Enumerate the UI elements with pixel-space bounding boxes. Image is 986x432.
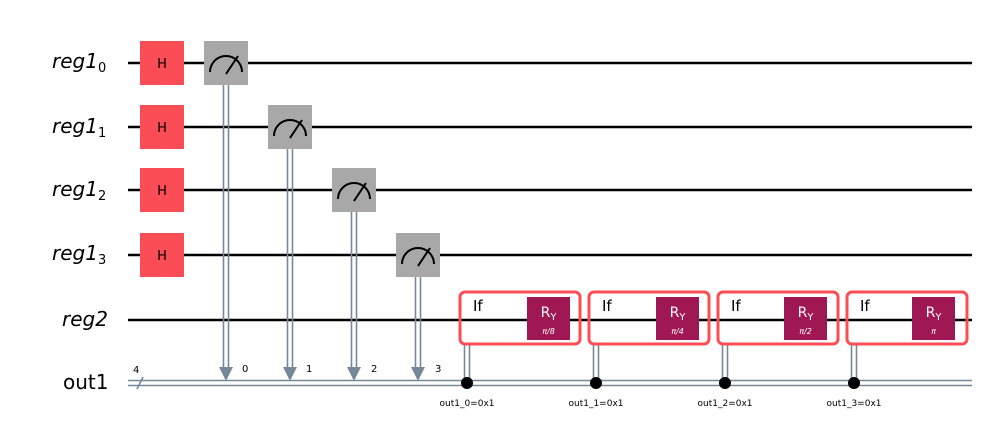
ry-param: π/4 bbox=[671, 327, 684, 336]
hadamard-gate-reg1-0: H bbox=[140, 41, 184, 85]
register-label-reg1-1: reg11 bbox=[52, 114, 106, 141]
svg-text:RY: RY bbox=[798, 305, 815, 323]
if-block-0: If RY π/8 out1_0=0x1 bbox=[439, 290, 582, 409]
condition-label: out1_1=0x1 bbox=[568, 399, 623, 409]
measure-gate-reg1-0: 0 bbox=[204, 41, 248, 381]
meter-icon bbox=[209, 55, 243, 73]
measure-gate-reg1-1: 1 bbox=[268, 105, 312, 381]
svg-text:2: 2 bbox=[371, 364, 377, 375]
measurement-gates: 0 1 2 3 bbox=[204, 41, 441, 381]
register-label-reg1-2: reg12 bbox=[52, 177, 106, 204]
ry-param: π bbox=[931, 327, 936, 336]
condition-label: out1_3=0x1 bbox=[826, 399, 881, 409]
condition-dot bbox=[719, 377, 731, 389]
register-label-reg1-0: reg10 bbox=[52, 49, 106, 76]
svg-text:RY: RY bbox=[926, 305, 943, 323]
bus-slash bbox=[136, 376, 144, 390]
register-label-reg1-3: reg13 bbox=[52, 241, 106, 268]
meter-icon bbox=[401, 247, 435, 265]
svg-text:0: 0 bbox=[242, 364, 248, 375]
hadamard-gate-reg1-2: H bbox=[140, 168, 184, 212]
classical-wire-out1 bbox=[128, 376, 972, 390]
hadamard-gate-reg1-3: H bbox=[140, 233, 184, 277]
hadamard-gates: H H H H bbox=[140, 41, 184, 277]
quantum-wires bbox=[128, 61, 972, 322]
svg-text:H: H bbox=[157, 57, 167, 72]
if-blocks: If RY π/8 out1_0=0x1 If RY π/4 out1_1=0x… bbox=[439, 290, 969, 409]
svg-text:RY: RY bbox=[670, 305, 687, 323]
svg-text:3: 3 bbox=[435, 364, 441, 375]
if-label: If bbox=[860, 297, 870, 315]
measure-gate-reg1-3: 3 bbox=[396, 233, 441, 381]
ry-param: π/2 bbox=[799, 327, 812, 336]
bus-width-label: 4 bbox=[133, 365, 139, 376]
hadamard-gate-reg1-1: H bbox=[140, 105, 184, 149]
svg-text:RY: RY bbox=[541, 305, 558, 323]
svg-text:H: H bbox=[157, 121, 167, 136]
if-label: If bbox=[731, 297, 741, 315]
if-block-2: If RY π/2 out1_2=0x1 bbox=[697, 290, 840, 409]
ry-gate bbox=[656, 297, 699, 340]
if-block-3: If RY π out1_3=0x1 bbox=[826, 290, 969, 409]
if-label: If bbox=[473, 297, 483, 315]
if-block-1: If RY π/4 out1_1=0x1 bbox=[568, 290, 711, 409]
svg-text:H: H bbox=[157, 249, 167, 264]
meter-icon bbox=[337, 182, 371, 200]
condition-dot bbox=[590, 377, 602, 389]
ry-gate bbox=[784, 297, 827, 340]
if-label: If bbox=[602, 297, 612, 315]
measure-gate-reg1-2: 2 bbox=[332, 168, 377, 381]
svg-text:1: 1 bbox=[306, 364, 312, 375]
ry-gate bbox=[912, 297, 955, 340]
register-label-reg2: reg2 bbox=[62, 307, 108, 331]
condition-label: out1_2=0x1 bbox=[697, 399, 752, 409]
register-labels: reg10 reg11 reg12 reg13 reg2 out1 bbox=[52, 49, 108, 394]
ry-param: π/8 bbox=[542, 327, 555, 336]
condition-label: out1_0=0x1 bbox=[439, 399, 494, 409]
ry-gate bbox=[527, 297, 570, 340]
register-label-out1: out1 bbox=[63, 370, 108, 394]
meter-icon bbox=[273, 119, 307, 137]
condition-dot bbox=[461, 377, 473, 389]
condition-dot bbox=[848, 377, 860, 389]
svg-text:H: H bbox=[157, 184, 167, 199]
